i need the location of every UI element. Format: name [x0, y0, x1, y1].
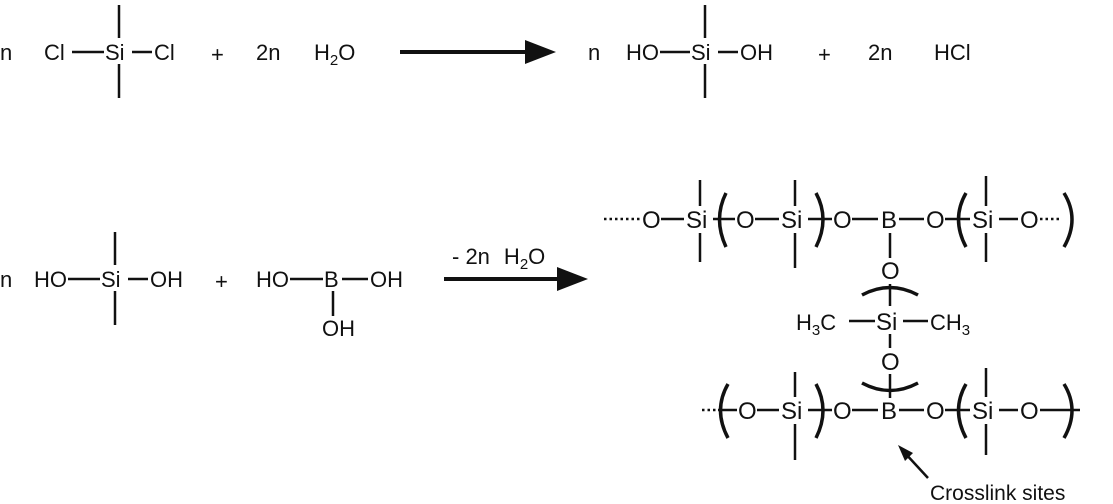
reaction1-plus2: + — [818, 42, 831, 67]
boric-oh-bottom: OH — [322, 316, 355, 341]
bridge-bracket-bottom — [861, 381, 919, 393]
top-bracket-close-2 — [1062, 192, 1074, 248]
boric-b: B — [324, 267, 339, 292]
polymer-network: O Si O Si O B O Si O — [604, 176, 1080, 504]
reaction1-arrow-head — [525, 40, 556, 64]
bottom-o1: O — [738, 398, 757, 425]
reaction1-ho: HO — [626, 40, 659, 65]
reaction2-coef-n: n — [0, 267, 12, 292]
crosslink-bridge: O H3C Si CH3 O — [796, 233, 970, 398]
bottom-b: B — [881, 398, 897, 425]
top-si3: Si — [972, 207, 993, 234]
reaction1-si: Si — [105, 40, 125, 65]
reaction1-product-si: Si — [691, 40, 711, 65]
top-o4: O — [926, 207, 945, 234]
bridge-bracket-top — [861, 285, 919, 297]
reaction2-si: Si — [101, 267, 121, 292]
bridge-si: Si — [876, 309, 897, 336]
bridge-ch3: CH3 — [930, 310, 970, 339]
reaction1-cl-left: Cl — [44, 40, 65, 65]
reaction1-water: H2O — [314, 40, 355, 69]
bridge-o-bottom: O — [881, 349, 900, 376]
bridge-o-top: O — [881, 258, 900, 285]
bottom-bracket-close-2 — [1062, 383, 1074, 439]
top-o1: O — [642, 207, 661, 234]
reaction1-product-coef: n — [588, 40, 600, 65]
top-o2: O — [736, 207, 755, 234]
top-b: B — [881, 207, 897, 234]
reaction1-coef-n: n — [0, 40, 12, 65]
reaction2-oh: OH — [150, 267, 183, 292]
reaction1-hcl: HCl — [934, 40, 971, 65]
top-chain: O Si O Si O B O Si O — [604, 176, 1074, 268]
top-o3: O — [833, 207, 852, 234]
top-si2: Si — [781, 207, 802, 234]
top-si1: Si — [686, 207, 707, 234]
annotation-arrow-head — [898, 445, 913, 461]
bottom-chain: O Si O B O Si O — [702, 368, 1080, 460]
top-o5: O — [1020, 207, 1039, 234]
reaction1-water-coef: 2n — [256, 40, 280, 65]
bottom-o3: O — [926, 398, 945, 425]
reaction-1: n Cl Si Cl + 2n H2O n HO Si OH + 2n HCl — [0, 5, 971, 98]
reaction2-ho: HO — [34, 267, 67, 292]
bottom-o2: O — [833, 398, 852, 425]
bottom-o4: O — [1020, 398, 1039, 425]
reaction2-arrow-head — [557, 267, 588, 291]
boric-ho: HO — [256, 267, 289, 292]
reaction1-oh: OH — [740, 40, 773, 65]
bottom-si1: Si — [781, 398, 802, 425]
crosslink-label: Crosslink sites — [930, 482, 1065, 504]
crosslink-annotation: Crosslink sites — [898, 445, 1065, 504]
bridge-h3c: H3C — [796, 310, 836, 339]
reaction1-cl-right: Cl — [154, 40, 175, 65]
reaction1-hcl-coef: 2n — [868, 40, 892, 65]
boric-oh-right: OH — [370, 267, 403, 292]
bottom-si2: Si — [972, 398, 993, 425]
reaction1-plus: + — [211, 42, 224, 67]
reaction2-plus: + — [215, 269, 228, 294]
